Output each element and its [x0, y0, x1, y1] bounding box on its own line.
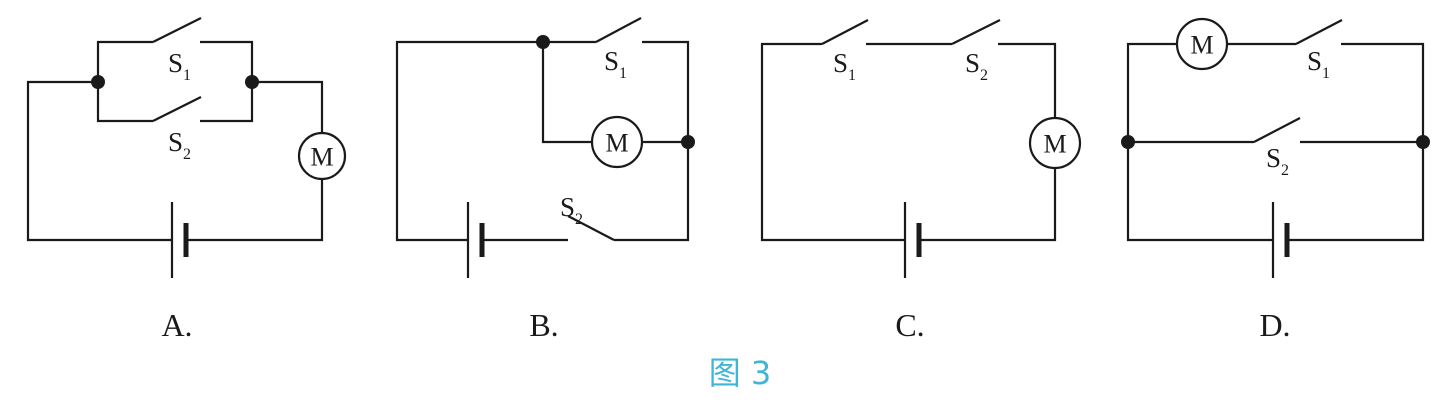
option-c-label: C.: [895, 307, 924, 343]
circuit-c-wire-right-bottom: [919, 168, 1057, 242]
circuit-d-switch-s2-blade: [1253, 117, 1301, 143]
circuit-d-motor-label: M: [1190, 31, 1213, 60]
circuit-b-switch-s1-blade: [595, 17, 642, 43]
circuit-c-wire-right-top: [998, 42, 1057, 118]
circuit-d-switch-s1-blade: [1295, 19, 1343, 45]
circuit-a-motor-label: M: [310, 143, 333, 172]
circuit-a-branch-s1-right: [200, 40, 254, 82]
circuit-a-wire-left: [26, 80, 172, 242]
option-a-label: A.: [161, 307, 192, 343]
circuit-c-motor-label: M: [1043, 130, 1066, 159]
circuit-a-motor-icon: [297, 131, 347, 181]
circuit-b-motor-label: M: [605, 129, 628, 158]
circuit-c-motor-icon: [1028, 116, 1082, 170]
circuit-d: M S1 S2 D.: [1121, 17, 1430, 343]
circuit-a-switch-s1-blade: [152, 17, 202, 43]
circuit-b-motor-branch-left: [541, 42, 592, 144]
circuit-a-branch-s2-left: [96, 82, 153, 123]
circuit-a-switch-s2-blade: [152, 96, 202, 122]
circuit-c-wire-left: [760, 42, 905, 242]
circuit-a: M S1 S2 A.: [26, 17, 347, 343]
circuit-d-junction-left: [1121, 135, 1135, 149]
circuit-b-s2-label: S2: [560, 192, 583, 228]
circuit-d-junction-right: [1416, 135, 1430, 149]
circuit-b-motor-icon: [590, 115, 644, 169]
circuit-b-wire-left: [395, 40, 543, 242]
circuit-b-s1-label: S1: [604, 46, 627, 82]
circuit-d-s2-label: S2: [1266, 143, 1289, 179]
circuit-b-junction-top: [536, 35, 550, 49]
circuit-c-s2-label: S2: [965, 48, 988, 84]
circuit-d-s1-label: S1: [1307, 46, 1330, 82]
circuit-c: M S1 S2 C.: [760, 19, 1082, 343]
figure-caption: 图 3: [709, 354, 772, 392]
circuit-a-s2-label: S2: [168, 127, 191, 163]
circuit-c-switch-s1-blade: [821, 19, 869, 45]
option-b-label: B.: [529, 307, 558, 343]
circuit-b-junction-right: [681, 135, 695, 149]
circuit-d-motor-icon: [1175, 17, 1229, 71]
option-d-label: D.: [1259, 307, 1290, 343]
circuit-c-switch-s2-blade: [951, 19, 1001, 45]
circuit-a-branch-s2-right: [200, 82, 254, 123]
circuit-a-s1-label: S1: [168, 48, 191, 84]
circuit-a-wire-bottom-right: [186, 178, 324, 242]
circuit-a-wire-right: [252, 80, 324, 134]
circuit-b: M S1 S2 B.: [395, 17, 695, 343]
circuit-b-switch-s2-blade: [567, 215, 615, 241]
circuit-a-junction-left: [91, 75, 105, 89]
circuit-c-s1-label: S1: [833, 48, 856, 84]
circuit-a-branch-s1-left: [96, 40, 153, 82]
circuit-a-junction-right: [245, 75, 259, 89]
